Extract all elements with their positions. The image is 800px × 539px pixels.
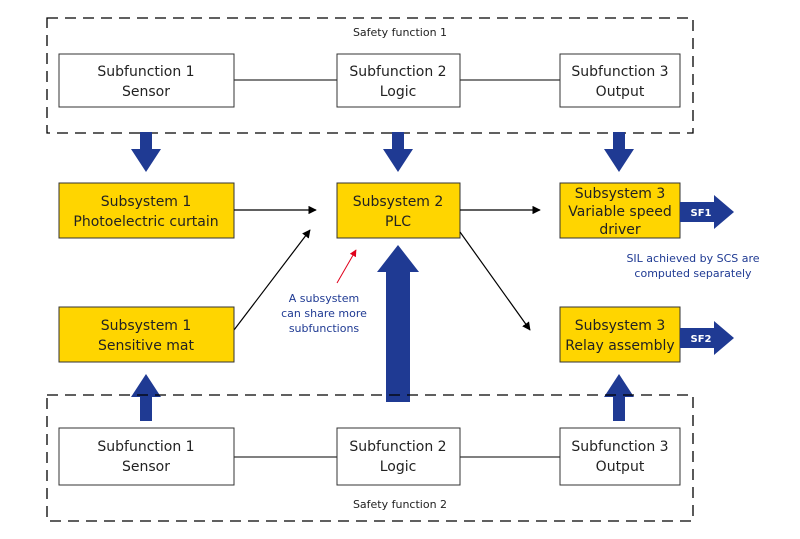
sf1-subfunction-3-title: Subfunction 3 — [571, 64, 668, 80]
big-arrow-sf2-to-plc — [377, 245, 419, 402]
subsystem-plc: Subsystem 2 PLC — [336, 182, 461, 239]
subsystem-plc-name: PLC — [385, 214, 411, 230]
big-arrow-sf1-to-plc — [383, 132, 413, 172]
sf1-subfunction-1: Subfunction 1 Sensor — [58, 53, 235, 108]
sf1-subfunction-1-title: Subfunction 1 — [97, 64, 194, 80]
subsystem-relay-name: Relay assembly — [565, 338, 674, 354]
sf2-subfunction-2-role: Logic — [380, 459, 417, 475]
safety-function-2-title: Safety function 2 — [353, 498, 447, 511]
share-note-line1: A subsystem — [289, 292, 359, 305]
subsystem-vsd-name-cont: driver — [599, 222, 640, 238]
sf1-subfunction-2-title: Subfunction 2 — [349, 64, 446, 80]
share-note: A subsystem can share more subfunctions — [281, 292, 367, 335]
safety-function-2-boundary — [46, 394, 694, 522]
sf2-subfunction-3-title: Subfunction 3 — [571, 439, 668, 455]
subsystem-photoelectric-name: Photoelectric curtain — [73, 214, 218, 230]
subsystem-relay: Subsystem 3 Relay assembly — [559, 306, 681, 363]
subsystem-photoelectric: Subsystem 1 Photoelectric curtain — [58, 182, 235, 239]
sf2-subfunction-1-title: Subfunction 1 — [97, 439, 194, 455]
big-arrow-sf1-to-photoelectric — [131, 132, 161, 172]
sf2-output-label: SF2 — [691, 334, 712, 345]
subsystem-vsd-title: Subsystem 3 — [575, 186, 666, 202]
sf1-output-arrow — [680, 195, 734, 229]
sf2-subfunction-2: Subfunction 2 Logic — [336, 427, 461, 486]
share-note-pointer — [336, 249, 357, 284]
big-arrow-sf2-to-mat — [131, 374, 161, 421]
arrow-mat-to-plc — [233, 229, 311, 331]
sf2-subfunction-1-role: Sensor — [122, 459, 170, 475]
sf1-subfunction-2: Subfunction 2 Logic — [336, 53, 461, 108]
sil-note-line1: SIL achieved by SCS are — [626, 252, 759, 265]
sf2-subfunction-2-title: Subfunction 2 — [349, 439, 446, 455]
safety-function-1-title: Safety function 1 — [353, 26, 447, 39]
sf1-subfunction-1-role: Sensor — [122, 84, 170, 100]
subsystem-mat-name: Sensitive mat — [98, 338, 195, 354]
big-arrow-sf2-to-relay — [604, 374, 634, 421]
share-note-line2: can share more — [281, 307, 367, 320]
big-arrow-sf1-to-vsd — [604, 132, 634, 172]
sf1-subfunction-3-role: Output — [596, 84, 645, 100]
safety-function-1-group: Safety function 1 Subfunction 1 Sensor S… — [46, 17, 694, 134]
safety-function-1-boundary — [46, 17, 694, 134]
subsystem-plc-title: Subsystem 2 — [353, 194, 444, 210]
sf1-to-subsystem-arrows — [131, 132, 634, 172]
subsystem-vsd: Subsystem 3 Variable speed driver — [559, 182, 681, 239]
sf1-subfunction-2-role: Logic — [380, 84, 417, 100]
sf2-output-arrow — [680, 321, 734, 355]
sf2-subfunction-1: Subfunction 1 Sensor — [58, 427, 235, 486]
sf2-subfunction-3-role: Output — [596, 459, 645, 475]
subsystem-photoelectric-title: Subsystem 1 — [101, 194, 192, 210]
sf2-subfunction-3: Subfunction 3 Output — [559, 427, 681, 486]
subsystem-connectors — [233, 205, 541, 331]
subsystem-mat: Subsystem 1 Sensitive mat — [58, 306, 235, 363]
safety-function-2-group: Subfunction 1 Sensor Subfunction 2 Logic… — [46, 394, 694, 522]
share-note-line3: subfunctions — [289, 322, 360, 335]
sf2-to-subsystem-arrows — [131, 245, 634, 421]
sf2-output: SF2 — [680, 321, 734, 355]
sf1-output: SF1 — [680, 195, 734, 229]
sil-note-line2: computed separately — [634, 267, 752, 280]
sf1-subfunction-3: Subfunction 3 Output — [559, 53, 681, 108]
sf1-output-label: SF1 — [691, 208, 712, 219]
sil-note: SIL achieved by SCS are computed separat… — [626, 252, 759, 280]
arrow-plc-to-relay — [459, 231, 531, 331]
subsystem-vsd-name: Variable speed — [568, 204, 671, 220]
subsystem-relay-title: Subsystem 3 — [575, 318, 666, 334]
subsystem-mat-title: Subsystem 1 — [101, 318, 192, 334]
